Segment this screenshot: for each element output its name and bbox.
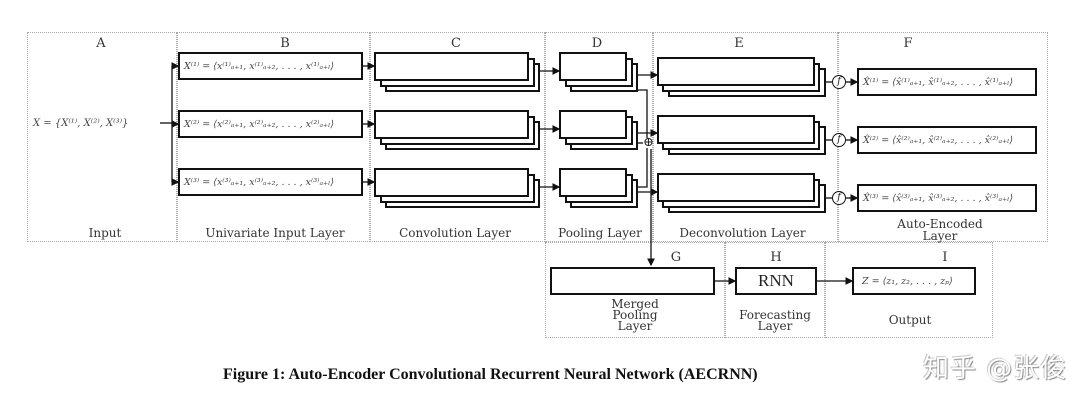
auto-encoded-box-2: X̂⁽²⁾ = ⟨x̂⁽²⁾ₐ₊₁, x̂⁽²⁾ₐ₊₂, . . . , x̂⁽… <box>857 126 1037 154</box>
auto-encoded-box-3: X̂⁽³⁾ = ⟨x̂⁽³⁾ₐ₊₁, x̂⁽³⁾ₐ₊₂, . . . , x̂⁽… <box>857 184 1037 212</box>
input-equation: X = {X⁽¹⁾, X⁽²⁾, X⁽³⁾} <box>33 118 129 129</box>
panel-i-output <box>825 242 993 338</box>
auto-encoded-equation-1: X̂⁽¹⁾ = ⟨x̂⁽¹⁾ₐ₊₁, x̂⁽¹⁾ₐ₊₂, . . . , x̂⁽… <box>863 77 1014 88</box>
auto-encoded-equation-3: X̂⁽³⁾ = ⟨x̂⁽³⁾ₐ₊₁, x̂⁽³⁾ₐ₊₂, . . . , x̂⁽… <box>863 193 1014 204</box>
activation-f-icon-2: f <box>832 133 846 147</box>
univariate-input-equation-3: X⁽³⁾ = ⟨x⁽³⁾ₐ₊₁, x⁽³⁾ₐ₊₂, . . . , x⁽³⁾ₐ₊… <box>184 177 335 188</box>
convolution-map-front <box>374 168 529 197</box>
label-auto-encoded-layer: Auto-Encoded Layer <box>895 218 985 242</box>
figure-caption: Figure 1: Auto-Encoder Convolutional Rec… <box>223 366 758 383</box>
univariate-input-equation-2: X⁽²⁾ = ⟨x⁽²⁾ₐ₊₁, x⁽²⁾ₐ₊₂, . . . , x⁽²⁾ₐ₊… <box>184 119 335 130</box>
pooling-map-front <box>559 168 627 197</box>
wire-d3-merge <box>638 148 648 188</box>
label-merged-pooling-layer: Merged Pooling Layer <box>590 297 680 333</box>
panel-letter-c: C <box>451 36 461 51</box>
label-output: Output <box>888 313 932 327</box>
label-merged-line2: Pooling <box>612 308 658 322</box>
label-merged-line3: Layer <box>617 319 653 333</box>
panel-letter-e: E <box>734 36 744 51</box>
label-forecasting-line1: Forecasting <box>739 308 811 322</box>
label-merged-line1: Merged <box>611 297 659 311</box>
rnn-box: RNN <box>735 267 817 295</box>
merge-plus-icon: ⊕ <box>643 135 654 150</box>
label-univariate-input-layer: Univariate Input Layer <box>205 226 345 240</box>
output-equation: Z = ⟨z₁, z₂, . . . , zₚ⟩ <box>862 276 953 287</box>
label-input: Input <box>88 226 122 240</box>
panel-letter-d: D <box>591 36 603 51</box>
watermark: 知乎 @张俊 <box>923 354 1068 384</box>
activation-f-icon-1: f <box>832 75 846 89</box>
panel-d-pooling <box>545 32 653 242</box>
label-pooling-layer: Pooling Layer <box>558 226 642 240</box>
label-forecasting-layer: Forecasting Layer <box>730 308 820 333</box>
label-deconvolution-layer: Deconvolution Layer <box>679 226 806 240</box>
panel-letter-a: A <box>96 36 106 51</box>
panel-letter-h: H <box>770 250 782 265</box>
label-forecasting-line2: Layer <box>757 319 793 333</box>
label-auto-encoded-line2: Layer <box>922 229 958 243</box>
label-auto-encoded-line1: Auto-Encoded <box>897 217 983 231</box>
wire-d1-merge <box>638 89 648 138</box>
pooling-map-front <box>559 52 627 81</box>
activation-f-icon-3: f <box>832 191 846 205</box>
label-convolution-layer: Convolution Layer <box>399 226 511 240</box>
merged-pooling-box <box>550 267 715 295</box>
panel-h-forecasting <box>725 242 825 338</box>
panel-b-univariate-input <box>177 32 370 242</box>
deconvolution-map-front <box>657 115 815 144</box>
univariate-input-box-1: X⁽¹⁾ = ⟨x⁽¹⁾ₐ₊₁, x⁽¹⁾ₐ₊₂, . . . , x⁽¹⁾ₐ₊… <box>178 52 363 80</box>
auto-encoded-equation-2: X̂⁽²⁾ = ⟨x̂⁽²⁾ₐ₊₁, x̂⁽²⁾ₐ₊₂, . . . , x̂⁽… <box>863 135 1014 146</box>
panel-c-convolution <box>370 32 545 242</box>
panel-letter-g: G <box>670 250 682 265</box>
panel-letter-f: F <box>903 36 913 51</box>
convolution-map-front <box>374 52 529 81</box>
univariate-input-box-2: X⁽²⁾ = ⟨x⁽²⁾ₐ₊₁, x⁽²⁾ₐ₊₂, . . . , x⁽²⁾ₐ₊… <box>178 110 363 138</box>
univariate-input-equation-1: X⁽¹⁾ = ⟨x⁽¹⁾ₐ₊₁, x⁽¹⁾ₐ₊₂, . . . , x⁽¹⁾ₐ₊… <box>184 61 335 72</box>
rnn-label: RNN <box>758 271 794 290</box>
panel-a-input <box>27 32 177 242</box>
panel-letter-b: B <box>280 36 290 51</box>
panel-g-merged-pooling <box>545 242 725 338</box>
panel-letter-i: I <box>942 250 948 265</box>
output-box: Z = ⟨z₁, z₂, . . . , zₚ⟩ <box>852 267 976 295</box>
pooling-map-front <box>559 110 627 139</box>
deconvolution-map-front <box>657 173 815 202</box>
